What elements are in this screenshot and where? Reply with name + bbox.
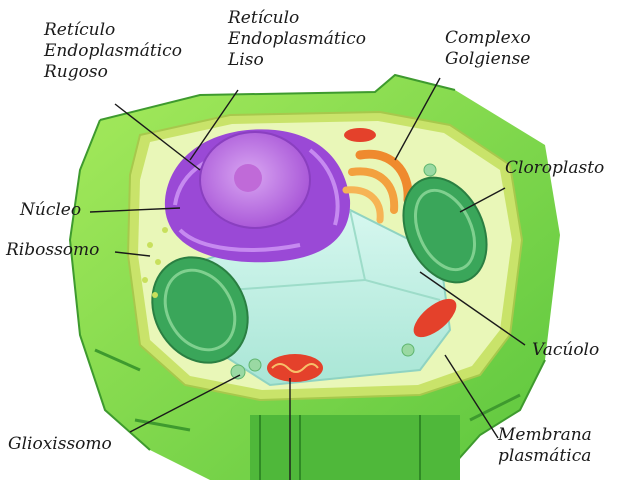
label-chloroplast: Cloroplasto <box>505 158 604 179</box>
label-golgi: Complexo Golgiense <box>445 28 531 70</box>
label-glyoxysome: Glioxissomo <box>8 434 112 455</box>
label-vacuole: Vacúolo <box>532 340 599 361</box>
label-ribosome: Ribossomo <box>6 240 99 261</box>
label-rough-er: Retículo Endoplasmático Rugoso <box>44 20 182 83</box>
label-smooth-er: Retículo Endoplasmático Liso <box>228 8 366 71</box>
label-plasma-membrane: Membrana plasmática <box>498 425 592 467</box>
nucleus <box>200 132 310 228</box>
label-nucleus: Núcleo <box>20 200 81 221</box>
